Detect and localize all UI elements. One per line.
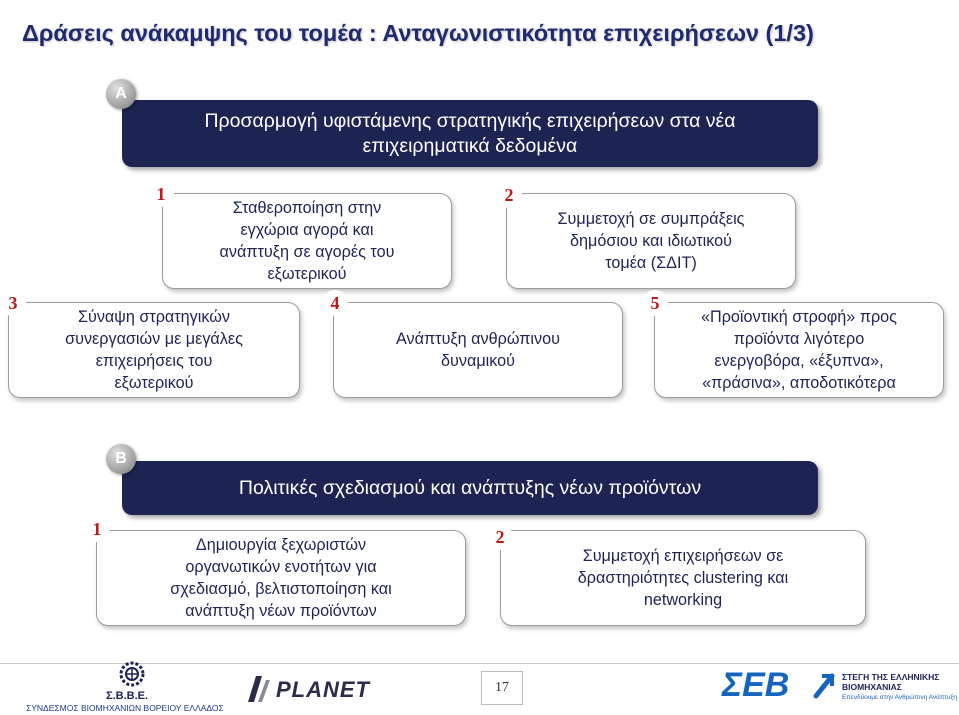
sbbe-logo-name: Σ.Β.Β.Ε. — [106, 690, 149, 702]
item-b2-line1: Συμμετοχή επιχειρήσεων σε — [582, 547, 784, 565]
page-title: Δράσεις ανάκαμψης του τομέα : Ανταγωνιστ… — [22, 20, 814, 46]
item-a3-line2: συνεργασιών με μεγάλες — [65, 330, 243, 348]
item-a2-line2: δημόσιου και ιδιωτικού — [570, 232, 732, 250]
item-b1-line4: ανάπτυξη νέων προϊόντων — [185, 602, 377, 620]
seb-arrow-icon — [813, 673, 835, 699]
item-a5-number: 5 — [642, 290, 668, 316]
section-a-letter-badge: A — [106, 79, 136, 109]
item-b1-box: Δημιουργία ξεχωριστών οργανωτικών ενοτήτ… — [96, 530, 466, 626]
item-b1-line1: Δημιουργία ξεχωριστών — [195, 536, 367, 554]
item-b2-text: Συμμετοχή επιχειρήσεων σε δραστηριότητες… — [578, 545, 788, 611]
planet-logo: PLANET — [246, 672, 376, 708]
item-a1-line2: εγχώρια αγορά και — [240, 221, 374, 239]
item-a2-box: Συμμετοχή σε συμπράξεις δημόσιου και ιδι… — [506, 193, 796, 289]
item-b2-line3: networking — [643, 591, 723, 609]
item-a4-number: 4 — [322, 290, 348, 316]
section-a-heading-line2: επιχειρηματικά δεδομένα — [362, 134, 578, 157]
item-a3-number: 3 — [0, 290, 26, 316]
seb-logo-line1: ΣΤΕΓΗ ΤΗΣ ΕΛΛΗΝΙΚΗΣ — [842, 672, 940, 682]
item-a2-number-text: 2 — [504, 184, 514, 205]
seb-logo-text: ΣΕΒ — [722, 666, 790, 704]
item-b1-line3: σχεδιασμό, βελτιστοποίηση και — [170, 580, 392, 598]
item-a1-line1: Σταθεροποίηση στην — [232, 199, 382, 217]
item-a1-number: 1 — [148, 181, 174, 207]
item-a3-number-text: 3 — [8, 292, 18, 313]
section-a-letter: A — [115, 85, 127, 102]
item-a5-line1: «Προϊοντική στροφή» προς — [701, 308, 897, 326]
page-number-text: 17 — [495, 680, 509, 695]
planet-logo-text: PLANET — [276, 677, 370, 702]
item-a1-line4: εξωτερικού — [267, 265, 347, 283]
item-a2-number: 2 — [496, 182, 522, 208]
item-a5-text: «Προϊοντική στροφή» προς προϊόντα λιγότε… — [701, 306, 897, 394]
item-a5-box: «Προϊοντική στροφή» προς προϊόντα λιγότε… — [654, 302, 944, 398]
section-a-heading-band: Προσαρμογή υφιστάμενης στρατηγικής επιχε… — [122, 100, 818, 167]
item-a3-line4: εξωτερικού — [114, 374, 194, 392]
item-a5-number-text: 5 — [650, 292, 660, 313]
seb-logo-line3: Επενδύουμε στην Ανθρώπινη Ανάπτυξη — [842, 694, 958, 701]
item-a3-line1: Σύναψη στρατηγικών — [77, 308, 231, 326]
section-b-heading: Πολιτικές σχεδιασμού και ανάπτυξης νέων … — [238, 476, 702, 499]
item-a3-text: Σύναψη στρατηγικών συνεργασιών με μεγάλε… — [65, 306, 243, 394]
item-a3-box: Σύναψη στρατηγικών συνεργασιών με μεγάλε… — [8, 302, 300, 398]
item-a3-line3: επιχειρήσεις του — [95, 352, 213, 370]
item-b1-number-text: 1 — [92, 518, 102, 539]
section-b-heading-band: Πολιτικές σχεδιασμού και ανάπτυξης νέων … — [122, 461, 818, 515]
item-b1-line2: οργανωτικών ενοτήτων για — [185, 558, 377, 576]
page-number: 17 — [481, 671, 523, 705]
item-a2-text: Συμμετοχή σε συμπράξεις δημόσιου και ιδι… — [558, 208, 745, 274]
seb-logo: ΣΕΒ ΣΤΕΓΗ ΤΗΣ ΕΛΛΗΝΙΚΗΣ ΒΙΟΜΗΧΑΝΙΑΣ Επεν… — [718, 664, 958, 712]
item-a1-text: Σταθεροποίηση στην εγχώρια αγορά και ανά… — [220, 197, 395, 285]
item-a5-line2: προϊόντα λιγότερο — [733, 330, 865, 348]
item-b1-number: 1 — [84, 516, 110, 542]
sbbe-logo: Σ.Β.Β.Ε. ΣΥΝΔΕΣΜΟΣ ΒΙΟΜΗΧΑΝΙΩΝ ΒΟΡΕΙΟΥ Ε… — [22, 656, 262, 713]
item-a4-line1: Ανάπτυξη ανθρώπινου — [396, 330, 560, 348]
item-a4-text: Ανάπτυξη ανθρώπινου δυναμικού — [396, 328, 560, 372]
item-a5-line4: «πράσινα», αποδοτικότερα — [702, 374, 896, 392]
item-a1-box: Σταθεροποίηση στην εγχώρια αγορά και ανά… — [162, 193, 452, 289]
item-a4-number-text: 4 — [330, 292, 340, 313]
item-a5-line3: ενεργοβόρα, «έξυπνα», — [714, 352, 884, 370]
section-b-letter: B — [115, 450, 127, 467]
sbbe-gear-icon — [119, 661, 145, 687]
item-a2-line3: τομέα (ΣΔΙΤ) — [605, 254, 697, 272]
item-a4-box: Ανάπτυξη ανθρώπινου δυναμικού — [333, 302, 623, 398]
section-a-heading: Προσαρμογή υφιστάμενης στρατηγικής επιχε… — [204, 109, 735, 159]
item-a4-line2: δυναμικού — [441, 352, 515, 370]
item-a1-number-text: 1 — [156, 183, 166, 204]
planet-swoosh-icon — [248, 676, 270, 702]
item-a2-line1: Συμμετοχή σε συμπράξεις — [557, 210, 745, 228]
item-b2-line2: δραστηριότητες clustering και — [577, 569, 789, 587]
footer-divider — [0, 663, 959, 664]
section-b-letter-badge: B — [106, 444, 136, 474]
sbbe-logo-fullname: ΣΥΝΔΕΣΜΟΣ ΒΙΟΜΗΧΑΝΙΩΝ ΒΟΡΕΙΟΥ ΕΛΛΑΔΟΣ — [26, 703, 224, 713]
seb-logo-line2: ΒΙΟΜΗΧΑΝΙΑΣ — [842, 682, 902, 692]
item-a1-line3: ανάπτυξη σε αγορές του — [219, 243, 395, 261]
item-b2-box: Συμμετοχή επιχειρήσεων σε δραστηριότητες… — [500, 530, 866, 626]
section-a-heading-line1: Προσαρμογή υφιστάμενης στρατηγικής επιχε… — [204, 109, 736, 132]
item-b2-number-text: 2 — [495, 526, 505, 547]
item-b1-text: Δημιουργία ξεχωριστών οργανωτικών ενοτήτ… — [170, 534, 391, 622]
item-b2-number: 2 — [487, 524, 513, 550]
